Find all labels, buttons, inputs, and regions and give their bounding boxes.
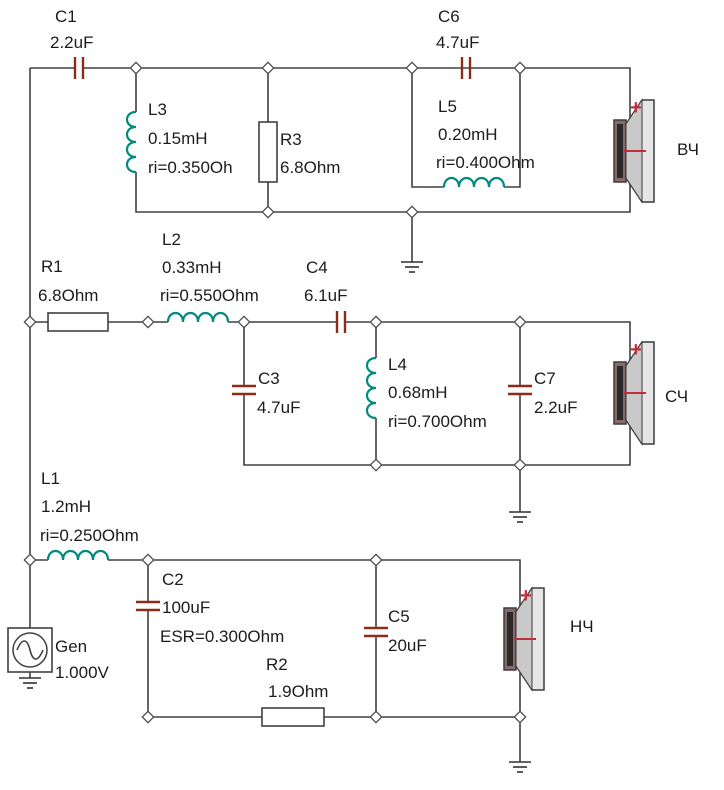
c5-name: C5: [388, 607, 410, 626]
c6-value: 4.7uF: [436, 33, 479, 52]
inductor-l4: [365, 356, 377, 420]
c7-name: C7: [534, 369, 556, 388]
c2-esr: ESR=0.300Ohm: [160, 627, 284, 646]
c7-value: 2.2uF: [534, 398, 577, 417]
speaker-mid: +: [613, 339, 655, 446]
l3-ri: ri=0.350Oh: [148, 158, 233, 177]
l3-value: 0.15mH: [148, 129, 208, 148]
gen-value: 1.000V: [55, 663, 110, 682]
l5-name: L5: [438, 97, 457, 116]
l2-name: L2: [162, 230, 181, 249]
inductor-l1: [46, 549, 110, 561]
r3-value: 6.8Ohm: [280, 158, 340, 177]
r2-name: R2: [266, 655, 288, 674]
capacitor-c4: [335, 311, 347, 333]
c1-name: C1: [55, 7, 77, 26]
junction-nodes: [23, 61, 527, 724]
l2-value: 0.33mH: [162, 258, 222, 277]
resistor-r1: [47, 312, 109, 332]
woofer-label: НЧ: [570, 617, 594, 636]
c1-value: 2.2uF: [50, 33, 93, 52]
ground-icon: [19, 677, 41, 689]
r3-name: R3: [280, 130, 302, 149]
capacitor-c6: [460, 57, 472, 79]
capacitor-c7: [508, 384, 532, 396]
woofer-polarity: +: [520, 585, 532, 607]
l1-name: L1: [41, 469, 60, 488]
mid-label: СЧ: [665, 387, 688, 406]
c3-name: C3: [258, 369, 280, 388]
ground-icon: [509, 761, 531, 773]
l4-ri: ri=0.700Ohm: [388, 412, 487, 431]
inductor-l5: [442, 176, 506, 188]
inductor-l2: [166, 311, 230, 323]
c2-value: 100uF: [162, 598, 210, 617]
capacitor-c2: [136, 600, 160, 612]
l4-value: 0.68mH: [388, 383, 448, 402]
speaker-woofer: +: [503, 585, 545, 692]
l1-value: 1.2mH: [41, 497, 91, 516]
gen-name: Gen: [55, 637, 87, 656]
l1-ri: ri=0.250Ohm: [40, 526, 139, 545]
ground-icon: [509, 511, 531, 523]
resistor-r3: [258, 121, 278, 183]
l5-value: 0.20mH: [438, 125, 498, 144]
generator-gen: [7, 627, 53, 678]
r1-name: R1: [41, 257, 63, 276]
capacitor-c1: [73, 57, 85, 79]
c4-name: C4: [306, 258, 328, 277]
ground-icon: [401, 261, 423, 273]
tweeter-polarity: +: [630, 97, 642, 119]
c2-name: C2: [162, 570, 184, 589]
r2-value: 1.9Ohm: [268, 682, 328, 701]
speaker-tweeter: +: [613, 97, 655, 204]
inductor-l3: [125, 110, 137, 174]
l3-name: L3: [148, 100, 167, 119]
c5-value: 20uF: [388, 636, 427, 655]
l2-ri: ri=0.550Ohm: [160, 286, 259, 305]
resistor-r2: [261, 707, 325, 727]
c3-value: 4.7uF: [257, 398, 300, 417]
tweeter-label: ВЧ: [677, 140, 699, 159]
l4-name: L4: [388, 355, 407, 374]
c4-value: 6.1uF: [304, 286, 347, 305]
r1-value: 6.8Ohm: [38, 286, 98, 305]
c6-name: C6: [438, 7, 460, 26]
mid-polarity: +: [630, 339, 642, 361]
l5-ri: ri=0.400Ohm: [436, 153, 535, 172]
capacitor-c5: [364, 626, 388, 638]
capacitor-c3: [232, 384, 256, 396]
